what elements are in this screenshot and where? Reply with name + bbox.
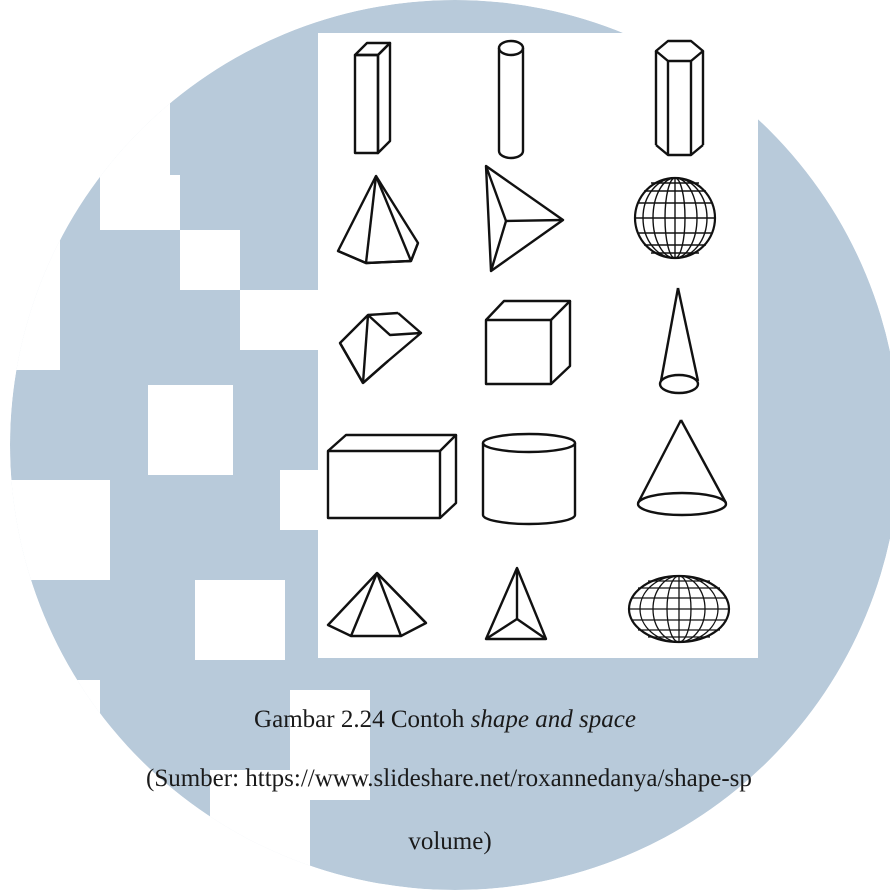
ellipsoid-shape bbox=[627, 574, 731, 644]
wide-cylinder-shape bbox=[481, 432, 577, 526]
caption-source-line2: volume) bbox=[408, 828, 492, 855]
tetrahedron-shape bbox=[484, 566, 548, 641]
caption-prefix: Gambar 2.24 Contoh bbox=[254, 706, 471, 733]
caption-source-line: (Sumber: https://www.slideshare.net/roxa… bbox=[146, 765, 752, 792]
triangular-prism-shape bbox=[338, 311, 423, 385]
rectangular-prism-shape bbox=[353, 41, 392, 155]
hexagonal-prism-shape bbox=[654, 39, 705, 157]
cone-shape bbox=[658, 287, 700, 395]
wide-cone-shape bbox=[636, 419, 728, 517]
triangular-pyramid-top-shape bbox=[484, 164, 565, 273]
hexagonal-pyramid-shape bbox=[326, 571, 428, 638]
shapes-figure bbox=[318, 33, 758, 658]
caption-italic: shape and space bbox=[470, 706, 636, 733]
rectangular-box-shape bbox=[326, 433, 458, 520]
pentagonal-pyramid-shape bbox=[336, 174, 420, 265]
cylinder-shape bbox=[497, 39, 525, 160]
figure-caption: Gambar 2.24 Contoh shape and space bbox=[130, 706, 760, 734]
shapes-illustration bbox=[326, 39, 731, 644]
cube-shape bbox=[484, 299, 572, 386]
sphere-shape bbox=[633, 176, 717, 260]
